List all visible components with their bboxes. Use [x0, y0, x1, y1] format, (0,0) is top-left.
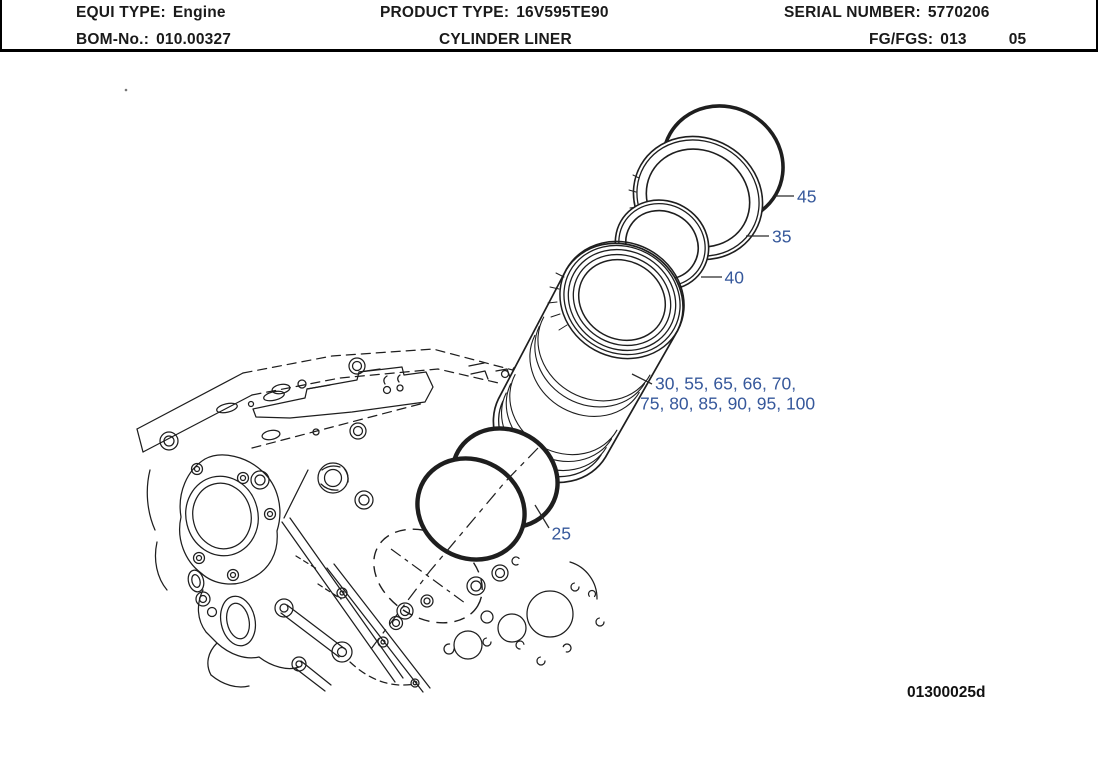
fgs-value: 05	[1008, 31, 1027, 48]
serial-number-field: SERIAL NUMBER: 5770206	[784, 4, 990, 22]
equi-type-field: EQUI TYPE: Engine	[76, 4, 226, 22]
callout-45[interactable]: 45	[797, 187, 816, 207]
page-header: EQUI TYPE: Engine PRODUCT TYPE: 16V595TE…	[0, 0, 1098, 52]
gear-bore	[185, 475, 259, 557]
deck-threaded-boss	[348, 357, 367, 440]
serial-number-label: SERIAL NUMBER:	[784, 4, 921, 21]
o-rings-25	[415, 426, 560, 562]
equi-type-value: Engine	[172, 4, 226, 21]
cylinder-liner-drawing	[492, 240, 685, 484]
equi-type-label: EQUI TYPE:	[76, 4, 166, 21]
fg-fgs-field: FG/FGS: 013 05	[869, 31, 1026, 49]
product-type-value: 16V595TE90	[516, 4, 609, 21]
callout-liner-line1[interactable]: 30, 55, 65, 66, 70,	[655, 374, 796, 394]
engine-block-drawing	[136, 348, 605, 693]
callout-25[interactable]: 25	[552, 524, 571, 544]
serial-number-value: 5770206	[927, 4, 990, 21]
bom-value: 010.00327	[156, 31, 232, 48]
block-threaded-boss	[317, 462, 509, 631]
centerline	[370, 447, 539, 650]
drawing-number: 01300025d	[907, 684, 985, 701]
callout-35[interactable]: 35	[772, 227, 791, 247]
drawing-title: CYLINDER LINER	[439, 31, 572, 48]
scan-dot	[124, 88, 128, 92]
callout-40[interactable]: 40	[725, 268, 745, 288]
fg-value: 013	[940, 31, 967, 48]
callout-liner-line2[interactable]: 75, 80, 85, 90, 95, 100	[640, 394, 815, 414]
callout-leaders	[534, 195, 794, 529]
bom-label: BOM-No.:	[76, 31, 150, 48]
bom-field: BOM-No.: 010.00327	[76, 31, 231, 49]
flange-bolt-hole	[190, 462, 277, 582]
product-type-field: PRODUCT TYPE: 16V595TE90	[380, 4, 609, 22]
fg-fgs-label: FG/FGS:	[869, 31, 934, 48]
product-type-label: PRODUCT TYPE:	[380, 4, 510, 21]
